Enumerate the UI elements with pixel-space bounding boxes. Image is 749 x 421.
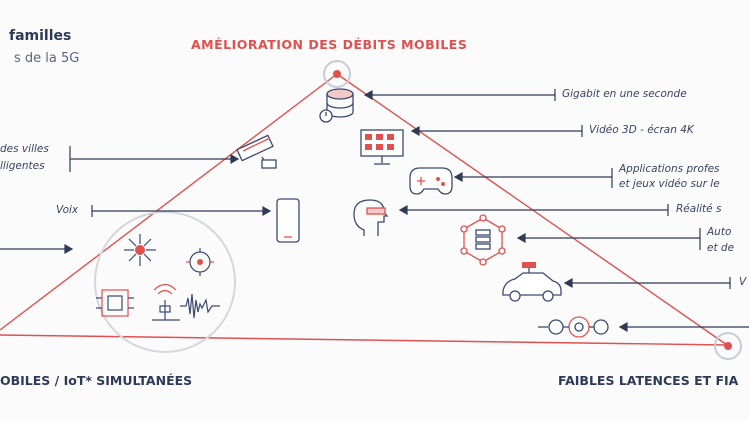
- label-auto-1: Auto: [707, 226, 732, 238]
- label-video: Vidéo 3D - écran 4K: [589, 124, 694, 136]
- right-arrows: [363, 89, 749, 333]
- antenna-icon: [152, 283, 180, 321]
- apex-node: [323, 60, 351, 88]
- corner-label-bottom-left: OBILES / IoT* SIMULTANÉES: [0, 373, 193, 388]
- bottom-right-node: [714, 332, 742, 360]
- smartphone-icon: [276, 198, 300, 243]
- cctv-camera-icon: [236, 134, 277, 169]
- label-ar: Réalité s: [676, 203, 722, 215]
- database-icon: [319, 88, 354, 123]
- label-auto-2: et de: [707, 242, 735, 254]
- sensor-star-icon: [124, 234, 156, 266]
- header-line-1: familles: [9, 28, 72, 44]
- corner-label-top: AMÉLIORATION DES DÉBITS MOBILES: [191, 37, 468, 52]
- vr-headset-icon: [353, 199, 389, 236]
- monitor-icon: [360, 129, 404, 165]
- network-hub-icon: [460, 214, 506, 266]
- label-gigabit: Gigabit en une seconde: [562, 88, 687, 100]
- label-apps-2: et jeux vidéo sur le: [619, 178, 720, 190]
- gamepad-icon: [409, 167, 453, 195]
- left-arrows: [0, 146, 272, 255]
- circuit-icon: [538, 316, 609, 338]
- header-line-2: s de la 5G: [14, 51, 80, 66]
- label-apps-1: Applications profes: [619, 163, 720, 175]
- corner-label-bottom-right: FAIBLES LATENCES ET FIA: [558, 373, 739, 388]
- autonomous-car-icon: [502, 262, 562, 302]
- chip-icon: [96, 289, 134, 317]
- sensor-valve-icon: [186, 248, 214, 276]
- label-voice: Voix: [56, 204, 79, 216]
- label-smart-city-1: des villes: [0, 143, 49, 155]
- iot-cluster-circle: [94, 211, 236, 353]
- label-vehicle: V: [739, 276, 747, 288]
- sensor-icons: [96, 234, 220, 321]
- waveform-icon: [180, 293, 220, 319]
- label-smart-city-2: lligentes: [0, 160, 45, 172]
